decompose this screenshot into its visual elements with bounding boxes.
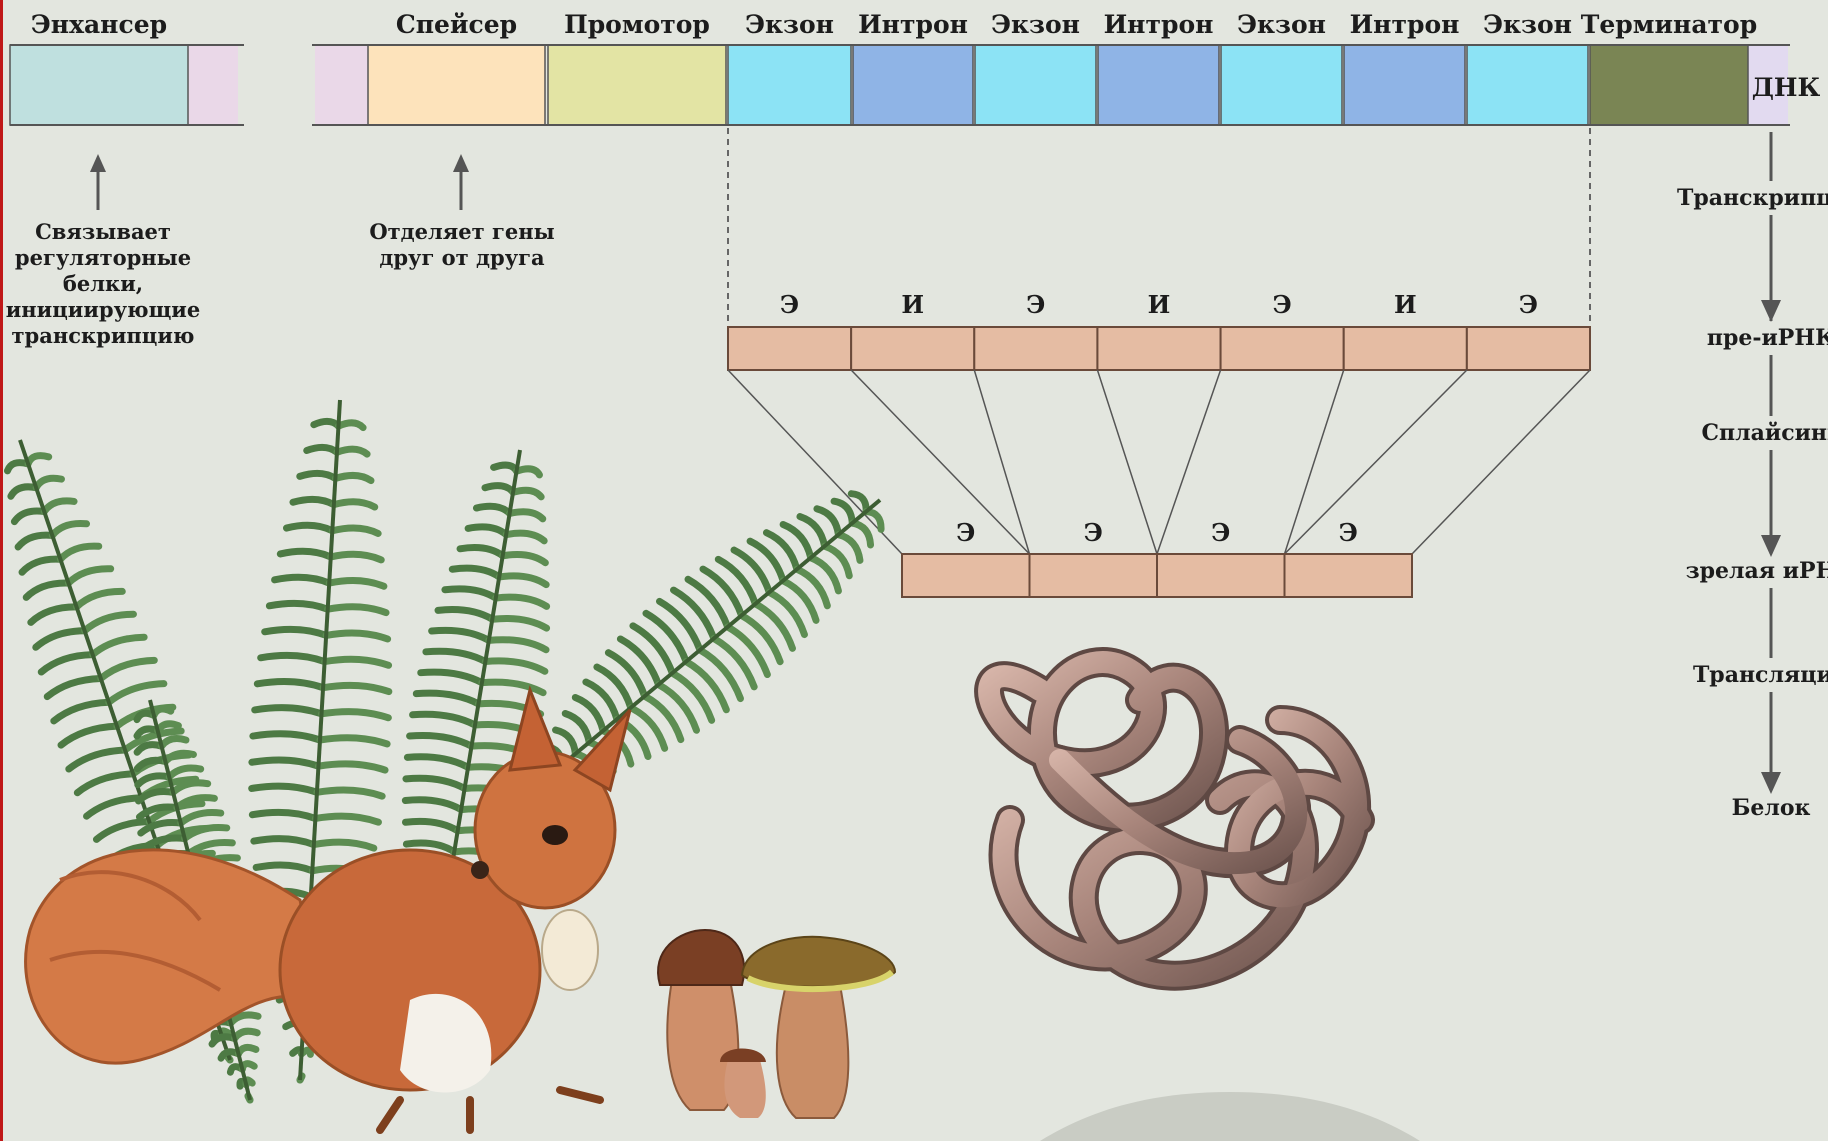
pre-mrna-segment-label: И (1148, 290, 1171, 319)
mature-mrna-segment-label: Э (1339, 518, 1358, 547)
frame-edge (0, 0, 3, 1141)
dna-segment (975, 45, 1096, 125)
dna-segment-label: Интрон (1350, 10, 1460, 39)
fern-frond (520, 494, 881, 800)
dna-fragment (188, 45, 238, 125)
dna-segment-label: Спейсер (396, 10, 517, 39)
mushrooms-illustration (658, 930, 895, 1118)
pre-mrna-segment (974, 327, 1097, 370)
dna-segment (1467, 45, 1588, 125)
dna-segment (1098, 45, 1219, 125)
squirrel-illustration (26, 690, 630, 1130)
dna-segment-label: Энхансер (31, 10, 167, 39)
mature-mrna-segment (1157, 554, 1285, 597)
dna-segment (853, 45, 973, 125)
dna-label: ДНК (1752, 73, 1821, 102)
dna-fragment (315, 45, 368, 125)
dna-segment-label: Интрон (1104, 10, 1214, 39)
mature-mrna-segment-label: Э (956, 518, 975, 547)
pre-mrna-segment-label: И (901, 290, 924, 319)
pre-mrna-segment-label: Э (1519, 290, 1538, 319)
process-flow: Транскрипция пре-иРНК Сплайсинг зрелая иРНК… (1674, 132, 1828, 825)
spacer-arrow (453, 154, 469, 210)
pre-mrna-segment-label: Э (1273, 290, 1292, 319)
pre-mrna-segment (851, 327, 974, 370)
mature-mrna-segment-label: Э (1211, 518, 1230, 547)
mature-mrna-segment (902, 554, 1030, 597)
dna-strand: Энхансер Спейсер Промотор Экзон Интрон Экзон И… (10, 10, 1821, 125)
pre-mrna-segment (1221, 327, 1344, 370)
process-step: зрелая иРНК (1686, 558, 1828, 584)
dna-segment (548, 45, 726, 125)
mature-mrna-segment (1030, 554, 1158, 597)
dna-segment-label: Терминатор (1581, 10, 1757, 39)
enhancer-arrow (90, 154, 106, 210)
ground-shape (1040, 1092, 1420, 1141)
pre-mrna-segment-label: И (1394, 290, 1417, 319)
dna-segment (1590, 45, 1748, 125)
mature-mrna-segment (1285, 554, 1413, 597)
dna-segment (1221, 45, 1342, 125)
dna-segment (728, 45, 851, 125)
process-step: Белок (1732, 795, 1811, 821)
process-step: Сплайсинг (1702, 420, 1828, 446)
flow-arrowhead (1761, 772, 1781, 794)
pre-mrna-segment (1344, 327, 1467, 370)
pre-mrna-segment-label: Э (1026, 290, 1045, 319)
process-step: Трансляция (1693, 662, 1828, 688)
dna-segment (1344, 45, 1465, 125)
flow-arrowhead (1761, 300, 1781, 322)
process-step: Транскрипция (1677, 185, 1828, 211)
mature-mrna-segment-label: Э (1084, 518, 1103, 547)
pre-mrna-segment (728, 327, 851, 370)
dna-segment-label: Экзон (745, 10, 834, 39)
dna-segment-label: Экзон (1237, 10, 1326, 39)
dna-segment-label: Экзон (991, 10, 1080, 39)
dna-segment (10, 45, 188, 125)
process-step: пре-иРНК (1707, 325, 1828, 351)
pre-mrna-segment (1467, 327, 1590, 370)
dna-segment-label: Интрон (858, 10, 968, 39)
dna-segment-label: Промотор (564, 10, 710, 39)
flow-arrowhead (1761, 535, 1781, 557)
pre-mrna-segment (1097, 327, 1220, 370)
protein-illustration (989, 662, 1360, 976)
pre-mrna-segment-label: Э (780, 290, 799, 319)
dna-segment-label: Экзон (1483, 10, 1572, 39)
dna-segment (368, 45, 545, 125)
